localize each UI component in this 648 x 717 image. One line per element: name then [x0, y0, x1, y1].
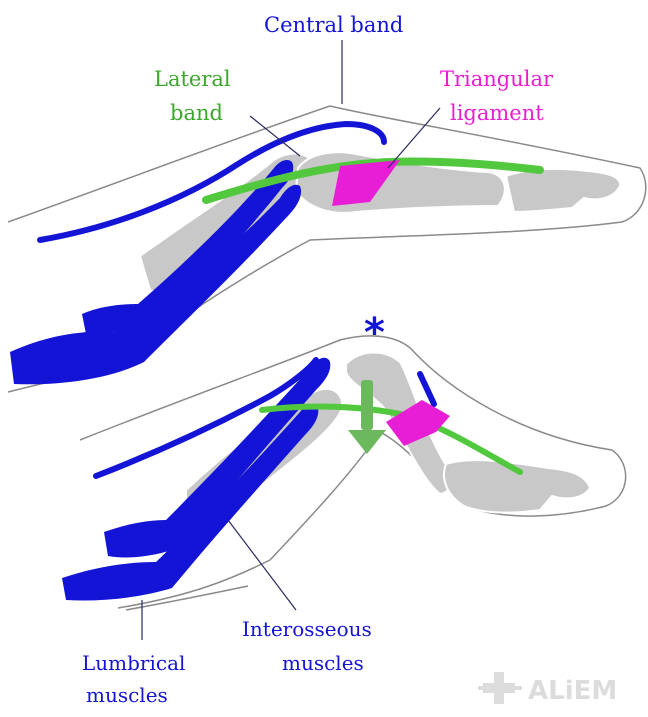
central-band-label: Central band: [264, 13, 403, 37]
lumbrical-label-line2: muscles: [86, 683, 168, 707]
middle-phalanx-bone: [506, 169, 620, 212]
asterisk-marker: *: [364, 310, 385, 356]
aliem-logo: ALiEM: [478, 672, 617, 706]
triangular-ligament-label-line1: Triangular: [440, 67, 554, 91]
interosseous-leader: [228, 520, 296, 610]
aliem-logo-text: ALiEM: [528, 676, 617, 706]
interosseous-label-line2: muscles: [282, 651, 364, 675]
boutonniere-finger: * Interosseous muscles Lumbrical muscles: [62, 310, 626, 707]
normal-finger: Central band Lateral band Triangular lig…: [8, 13, 646, 392]
triangular-ligament-label-line2: ligament: [450, 101, 544, 125]
lumbrical-label-line1: Lumbrical: [82, 651, 185, 675]
lateral-band-label-line1: Lateral: [154, 67, 231, 91]
boutonniere-central-band-distal: [420, 374, 434, 404]
interosseous-label-line1: Interosseous: [242, 617, 372, 641]
aliem-cross-icon: [478, 672, 522, 704]
lateral-band-label-line2: band: [170, 101, 223, 125]
